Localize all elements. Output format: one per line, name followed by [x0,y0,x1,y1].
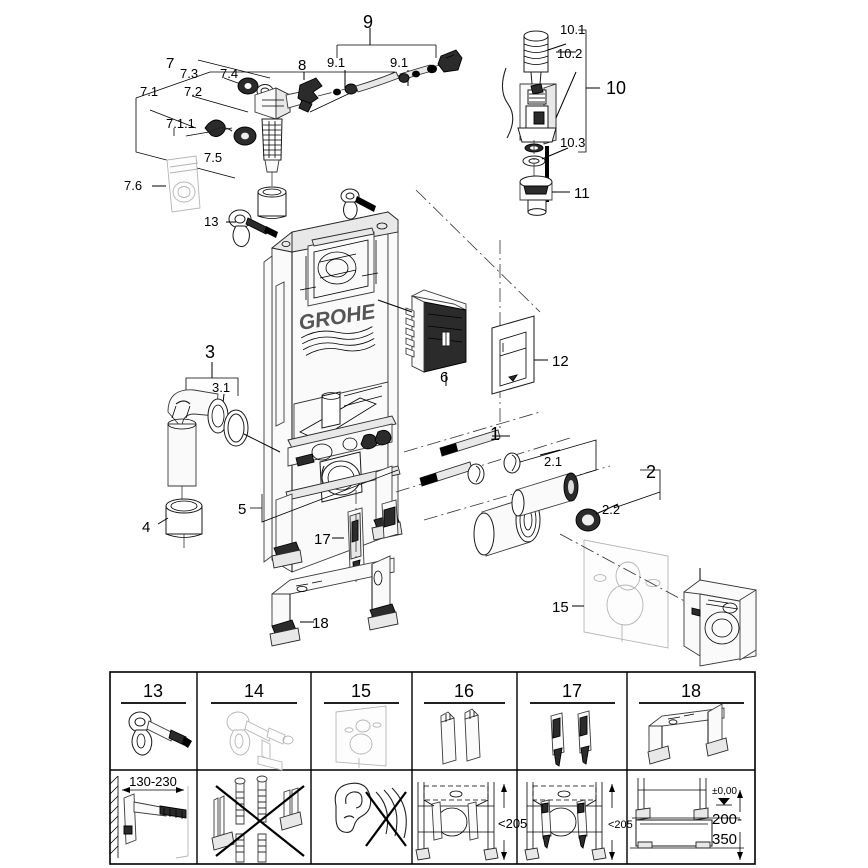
table-dimension-205-b: <205 [608,819,633,831]
parts-reference-table: 13 14 15 16 17 18 [109,671,756,865]
callout-2-1: 2.1 [544,454,562,469]
callout-4: 4 [142,519,150,536]
callout-3: 3 [205,342,215,362]
table-cell-16-icon [440,708,481,765]
callout-10-1: 10.1 [560,22,585,37]
group-12-flush-plate: 12 [491,315,569,395]
table-datum-label: ±0,00 [712,786,737,797]
table-header-17: 17 [562,681,582,701]
table-dimension-130-230: 130-230 [129,774,177,789]
table-cell-13-detail: 130-230 [109,774,189,859]
group-18-support-frame: 18 [269,555,399,647]
callout-5: 5 [238,501,246,518]
callout-17: 17 [314,531,331,548]
table-header-18: 18 [681,681,701,701]
callout-11: 11 [574,185,590,202]
table-cell-15-icon [335,705,387,768]
group-6-control-box: 6 [377,189,541,430]
callout-2: 2 [646,462,656,482]
group-13-wall-bracket: 13 [204,209,278,248]
callout-10: 10 [606,78,626,98]
group-7-fill-valve: 7 7.1 7.1.1 7.2 7.3 7.4 7.5 7.6 [124,55,396,219]
callout-12: 12 [552,353,569,370]
table-dimension-205-a: <205 [498,816,527,831]
callout-10-2: 10.2 [557,46,582,61]
installation-frame: GROHE [263,188,403,573]
group-8-lever: 8 [297,57,323,113]
callout-3-1: 3.1 [212,380,230,395]
group-17-clips: 17 [314,490,399,582]
callout-7: 7 [166,55,174,72]
callout-7-3: 7.3 [180,66,198,81]
callout-7-1-1: 7.1.1 [166,116,195,131]
callout-15: 15 [552,599,569,616]
callout-7-1: 7.1 [140,84,158,99]
table-cell-14-detail [211,775,305,863]
callout-6: 6 [440,369,448,386]
group-10-flush-valve: 10 10.1 10.2 [501,22,626,216]
callout-7-4: 7.4 [220,66,238,81]
group-15-plate: 15 [552,533,757,667]
callout-9-1-a: 9.1 [327,55,345,70]
table-cell-18-detail: ±0,00 200- 350 [630,778,744,860]
table-header-16: 16 [454,681,474,701]
table-cell-15-detail [334,782,407,847]
callout-18: 18 [312,615,329,632]
callout-7-6: 7.6 [124,178,142,193]
callout-1: 1 [490,424,500,444]
callout-7-2: 7.2 [184,84,202,99]
table-range-bottom: 350 [712,831,737,848]
callout-9-1-b: 9.1 [390,55,408,70]
group-3-elbow-pipe: 3 3.1 4 [142,342,281,552]
group-1-2-pipes: 1 2.1 2.2 2 [395,411,661,557]
callout-10-3: 10.3 [560,135,585,150]
callout-2-2: 2.2 [602,502,620,517]
table-cell-18-icon [647,703,729,765]
callout-5-group: 5 [238,469,399,523]
callout-9: 9 [363,12,373,32]
table-header-14: 14 [244,681,264,701]
callout-7-5: 7.5 [204,150,222,165]
table-cell-16-detail: <205 [415,782,527,861]
table-range-top: 200- [712,811,742,828]
group-9-connector-rod: 9 9.1 9.1 [317,12,463,97]
callout-13: 13 [204,214,218,229]
table-cell-13-icon [128,711,192,756]
table-header-15: 15 [351,681,371,701]
table-header-13: 13 [143,681,163,701]
table-cell-14-icon [226,711,294,771]
callout-8: 8 [298,57,306,74]
table-cell-17-detail: <205 [524,782,633,861]
table-cell-17-icon [550,710,592,767]
